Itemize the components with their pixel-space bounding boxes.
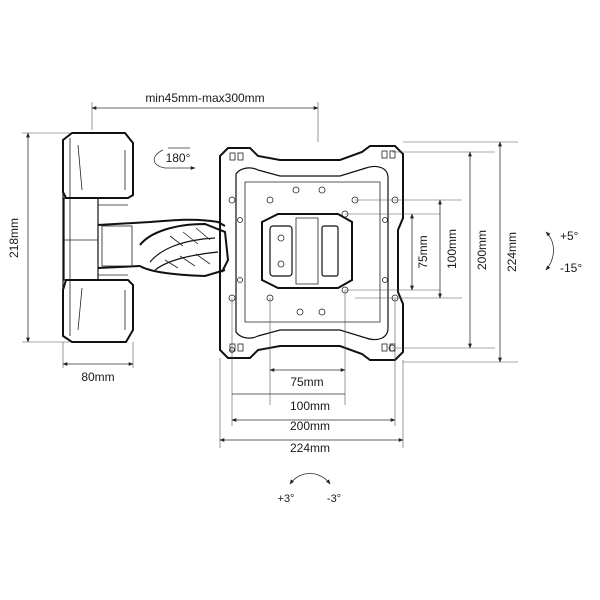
arm-reach-label: min45mm-max300mm (145, 91, 264, 105)
vesa-200-v-label: 200mm (475, 230, 489, 270)
dim-arm-reach: min45mm-max300mm (91, 91, 319, 142)
tilt-down-label: -15° (560, 261, 582, 275)
rotation-indicator: 180° (153, 147, 196, 170)
vesa-200-h-label: 200mm (290, 419, 330, 433)
swivel-right-label: -3° (327, 493, 341, 505)
wall-width-label: 80mm (81, 370, 114, 384)
tilt-indicator: +5° -15° (545, 229, 582, 275)
swivel-indicator: +3° -3° (278, 473, 341, 505)
rotation-label: 180° (166, 151, 191, 165)
plate-224-v-label: 224mm (505, 232, 519, 272)
swivel-left-label: +3° (278, 493, 295, 505)
wall-height-label: 218mm (7, 218, 21, 258)
dim-wall-width: 80mm (62, 342, 134, 384)
plate-224-h-label: 224mm (290, 441, 330, 455)
dim-horizontal-set: 75mm 100mm 200mm 224mm (219, 290, 404, 455)
vesa-100-v-label: 100mm (445, 229, 459, 269)
swing-arm (97, 218, 230, 278)
tilt-up-label: +5° (560, 229, 579, 243)
tv-plate (219, 145, 404, 361)
vesa-75-v-label: 75mm (416, 235, 430, 268)
wall-plate (62, 132, 134, 343)
vesa-75-h-label: 75mm (290, 375, 323, 389)
dim-wall-height: 218mm (7, 132, 70, 343)
vesa-100-h-label: 100mm (290, 399, 330, 413)
dim-vertical-set: 75mm 100mm 200mm 224mm (345, 141, 519, 363)
